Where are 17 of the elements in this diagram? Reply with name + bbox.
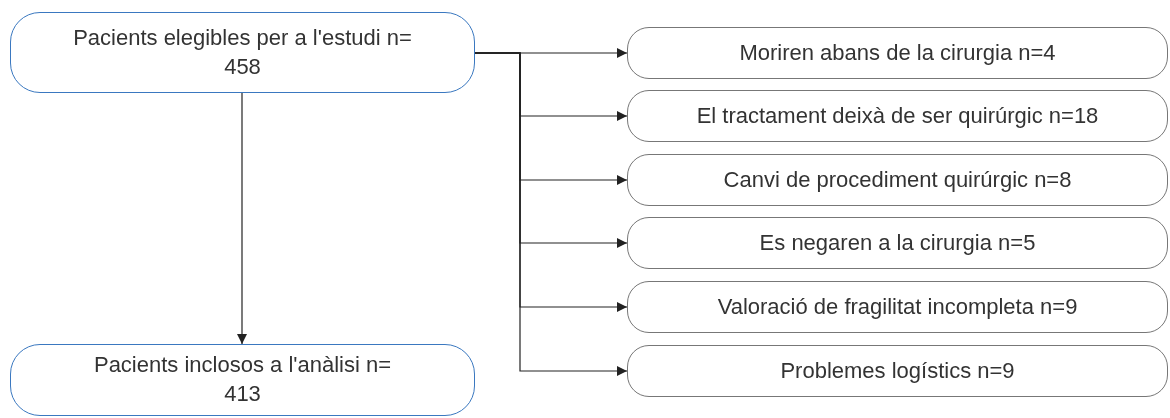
- box-text: Canvi de procediment quirúrgic n=8: [723, 165, 1072, 194]
- process-box: [10, 344, 475, 416]
- box-text: Moriren abans de la cirurgia n=4: [739, 38, 1056, 67]
- box-text: El tractament deixà de ser quirúrgic n=18: [696, 101, 1099, 130]
- process-box: [627, 345, 1168, 397]
- box-text: Es negaren a la cirurgia n=5: [759, 228, 1036, 257]
- box-text: Problemes logístics n=9: [780, 356, 1015, 385]
- process-box: [10, 12, 475, 93]
- arrow: [237, 92, 247, 345]
- box-text: Valoració de fragilitat incompleta n=9: [717, 292, 1078, 321]
- box-text: Pacients inclosos a l'anàlisi n= 413: [92, 351, 393, 408]
- process-box: [627, 281, 1168, 333]
- process-box: [627, 217, 1168, 269]
- process-box: [627, 27, 1168, 79]
- process-box: [627, 90, 1168, 142]
- box-text: Pacients elegibles per a l'estudi n= 458: [72, 23, 413, 81]
- process-box: [627, 154, 1168, 206]
